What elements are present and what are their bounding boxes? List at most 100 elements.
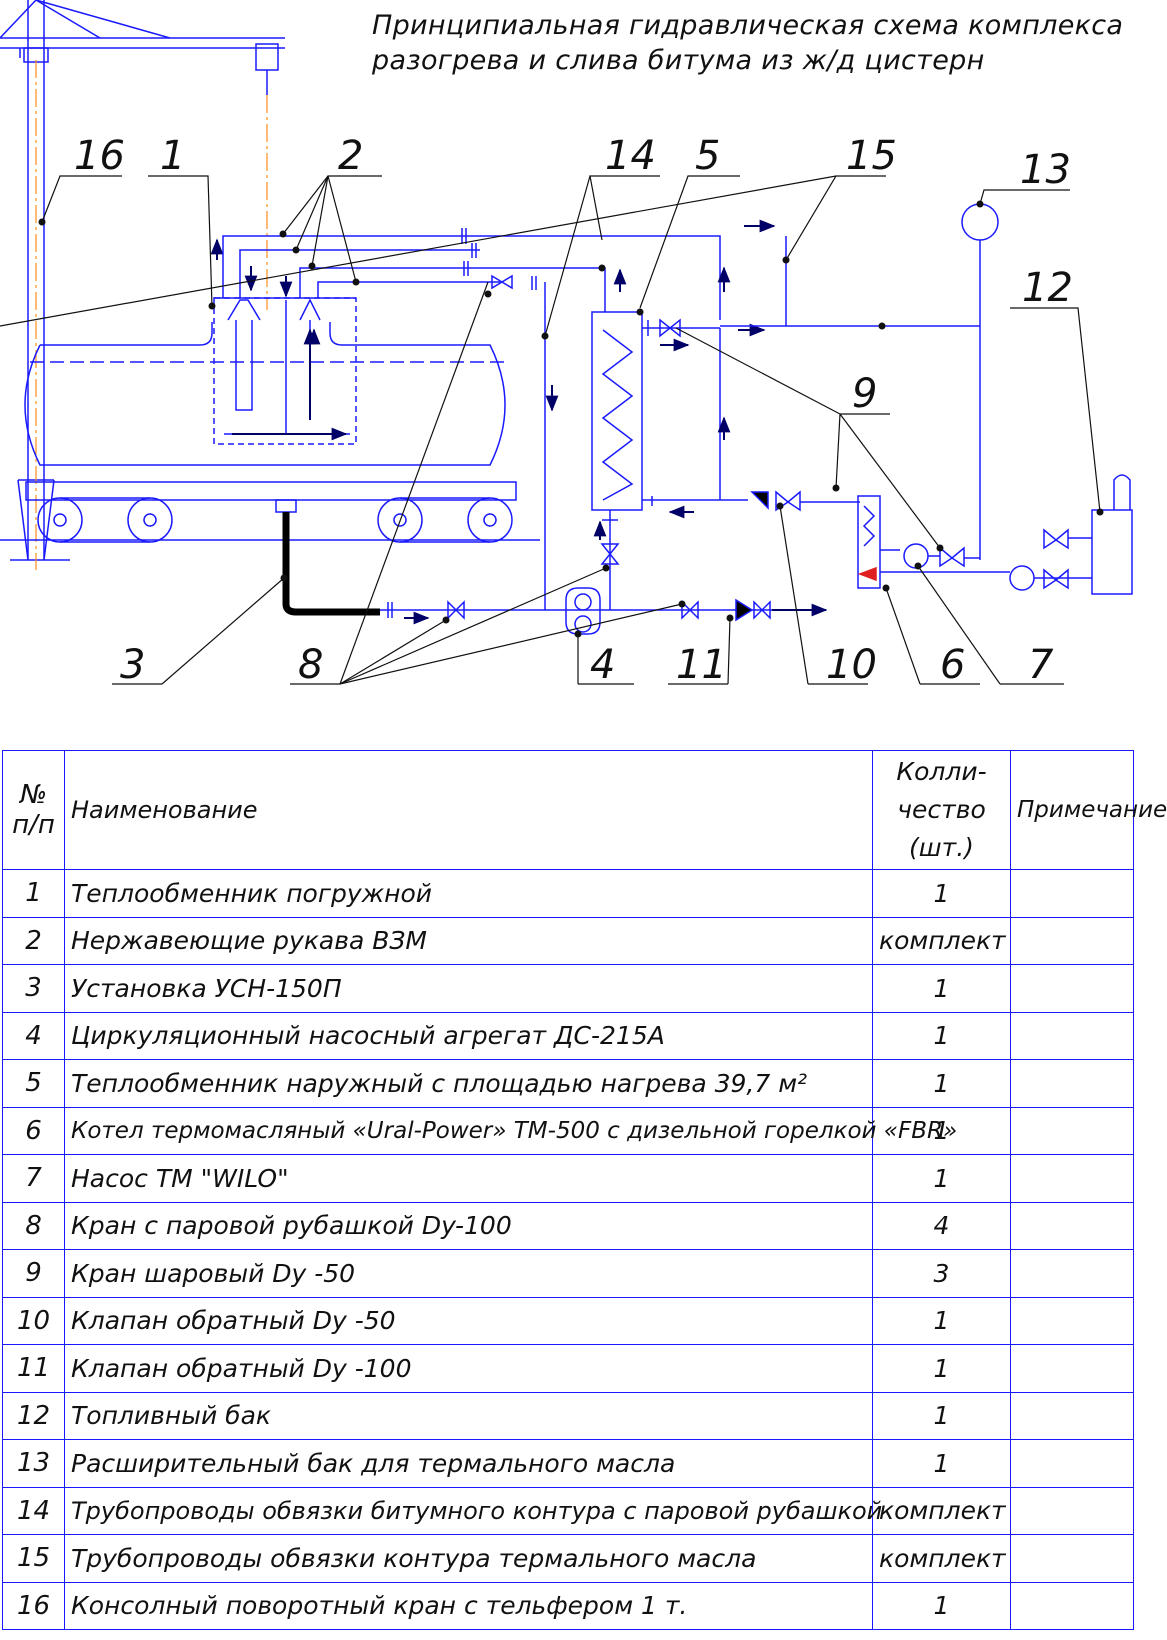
row-note	[1010, 1296, 1134, 1345]
leader-lines	[0, 175, 1101, 685]
row-qty: 1	[872, 1391, 1011, 1440]
header-qty: Колли- чество (шт.)	[872, 750, 1011, 870]
row-qty: 1	[872, 1011, 1011, 1060]
pipelines-bitumen-lower	[380, 587, 806, 635]
row-num: 9	[2, 1249, 65, 1298]
row-note	[1010, 964, 1134, 1013]
callout-11: 11	[676, 642, 727, 688]
row-num: 7	[2, 1154, 65, 1203]
row-num: 11	[2, 1344, 65, 1393]
row-name: Топливный бак	[64, 1391, 873, 1440]
row-num: 10	[2, 1296, 65, 1345]
tank-car	[0, 322, 540, 543]
row-qty: 1	[872, 1059, 1011, 1108]
row-qty: 1	[872, 1154, 1011, 1203]
row-note	[1010, 1106, 1134, 1155]
callout-2: 2	[338, 133, 364, 179]
row-note	[1010, 1581, 1134, 1630]
row-qty: 1	[872, 1344, 1011, 1393]
table-header-row: № п/п Наименование Колли- чество (шт.) П…	[2, 750, 1167, 870]
row-num: 2	[2, 916, 65, 965]
scheme-drawing	[0, 0, 1133, 685]
row-num: 13	[2, 1439, 65, 1488]
pipelines-bitumen	[222, 228, 721, 610]
row-note	[1010, 1344, 1134, 1393]
header-qty-line-1: Колли-	[896, 757, 987, 786]
scheme-title-line-1: Принципиальная гидравлическая схема комп…	[372, 10, 1124, 41]
row-qty: 1	[872, 1581, 1011, 1630]
callout-6: 6	[940, 642, 966, 688]
row-name: Нержавеющие рукава ВЗМ	[64, 916, 873, 965]
row-note	[1010, 1439, 1134, 1488]
row-note	[1010, 1201, 1134, 1250]
row-name: Консолный поворотный кран с тельфером 1 …	[64, 1581, 873, 1630]
row-qty: комплект	[872, 916, 1011, 965]
row-qty: 1	[872, 1296, 1011, 1345]
callout-13: 13	[1020, 147, 1071, 193]
callout-9: 9	[852, 371, 878, 417]
row-name: Трубопроводы обвязки контура термального…	[64, 1534, 873, 1583]
row-name: Кран с паровой рубашкой Dy-100	[64, 1201, 873, 1250]
callout-4: 4	[590, 642, 616, 688]
row-note	[1010, 1391, 1134, 1440]
row-num: 3	[2, 964, 65, 1013]
row-num: 4	[2, 1011, 65, 1060]
row-num: 6	[2, 1106, 65, 1155]
row-name: Расширительный бак для термального масла	[64, 1439, 873, 1488]
callout-12: 12	[1022, 265, 1073, 311]
row-qty: 1	[872, 1106, 1011, 1155]
row-name: Теплообменник погружной	[64, 869, 873, 918]
row-note	[1010, 1534, 1134, 1583]
row-note	[1010, 869, 1134, 918]
row-num: 14	[2, 1486, 65, 1535]
row-note	[1010, 1011, 1134, 1060]
header-num-line-1: №	[19, 780, 48, 810]
row-name: Трубопроводы обвязки битумного контура с…	[64, 1486, 882, 1535]
callout-8: 8	[298, 642, 324, 688]
row-note	[1010, 1486, 1134, 1535]
row-note	[1010, 916, 1134, 965]
callout-16: 16	[74, 133, 125, 179]
row-num: 15	[2, 1534, 65, 1583]
specification-table: № п/п Наименование Колли- чество (шт.) П…	[2, 750, 1167, 1630]
row-name: Клапан обратный Dy -50	[64, 1296, 873, 1345]
console-crane	[0, 0, 285, 561]
row-qty: 3	[872, 1249, 1011, 1298]
row-num: 1	[2, 869, 65, 918]
row-qty: комплект	[872, 1486, 1011, 1535]
header-note: Примечание	[1010, 750, 1167, 870]
row-num: 16	[2, 1581, 65, 1630]
row-name: Клапан обратный Dy -100	[64, 1344, 873, 1393]
row-qty: 4	[872, 1201, 1011, 1250]
header-num: № п/п	[2, 750, 65, 870]
row-name: Теплообменник наружный с площадью нагрев…	[64, 1059, 873, 1108]
callout-7: 7	[1028, 642, 1054, 688]
row-qty: комплект	[872, 1534, 1011, 1583]
row-num: 8	[2, 1201, 65, 1250]
outer-heat-exchanger	[591, 311, 721, 610]
header-name: Наименование	[64, 750, 873, 870]
row-note	[1010, 1249, 1134, 1298]
header-num-line-2: п/п	[12, 810, 55, 840]
callout-14: 14	[605, 133, 656, 179]
callout-3: 3	[120, 642, 146, 688]
callout-15: 15	[846, 133, 897, 179]
pipelines-thermal-oil	[720, 203, 1133, 595]
row-qty: 1	[872, 964, 1011, 1013]
header-qty-line-3: (шт.)	[909, 833, 974, 862]
